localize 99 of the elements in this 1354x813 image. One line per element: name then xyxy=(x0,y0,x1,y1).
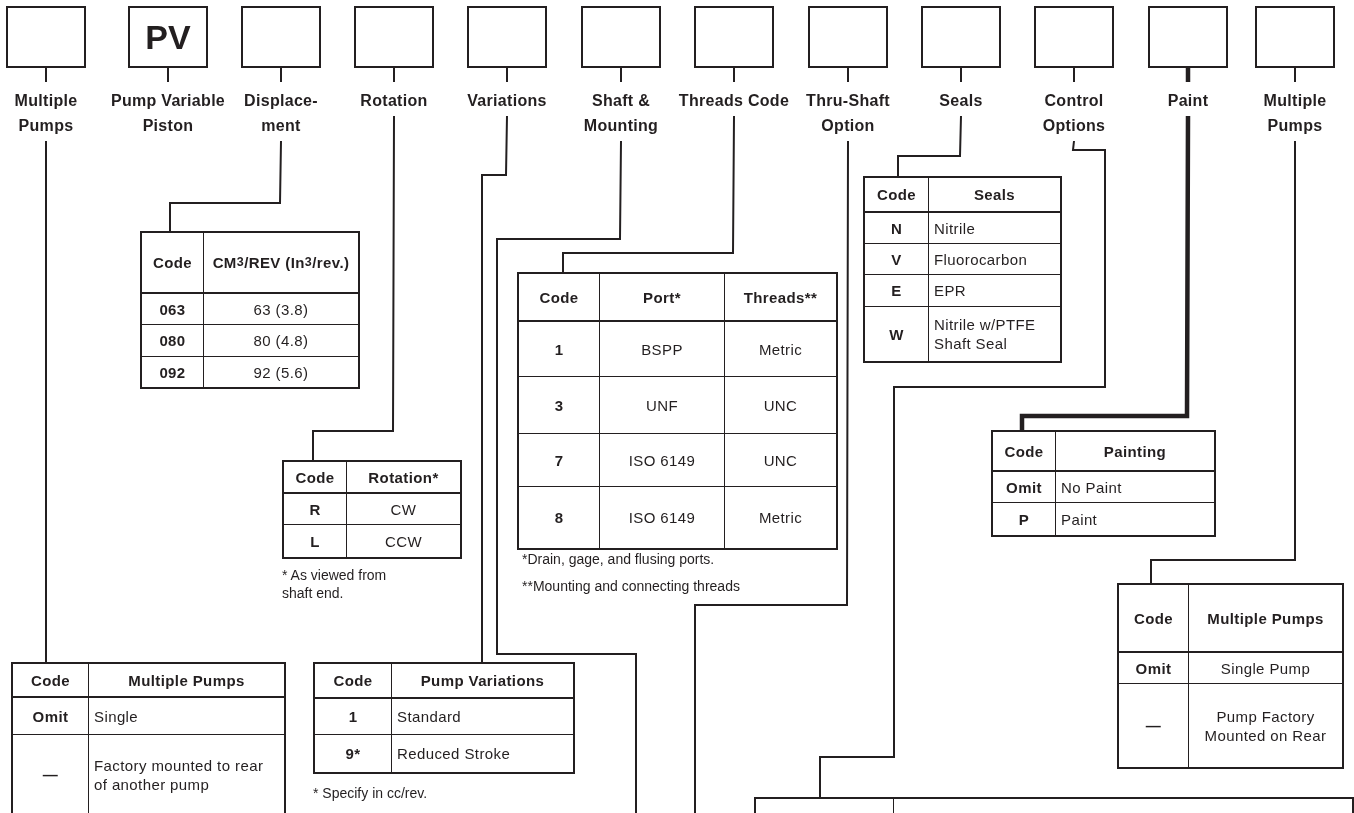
leader-line xyxy=(897,115,962,177)
table-cell: Nitrile xyxy=(929,213,1060,244)
table-cell: 1 xyxy=(315,699,392,735)
table-cell-text: Factory mounted to rear of another pump xyxy=(93,755,265,795)
table-cell: BSPP xyxy=(600,322,725,377)
column-header: Seals xyxy=(929,178,1060,213)
column-header: Code xyxy=(284,462,347,494)
column-header: Multiple Pumps xyxy=(89,664,284,698)
leader-line xyxy=(1019,116,1191,430)
field-label: Paint xyxy=(1166,91,1210,111)
table-cell: 092 xyxy=(142,357,204,387)
table-cell: 80 (4.8) xyxy=(204,325,358,357)
leader-line xyxy=(169,140,282,232)
column-header: Rotation* xyxy=(347,462,460,494)
column-header: Pump Variations xyxy=(392,664,573,699)
column-header: Code xyxy=(13,664,89,698)
leader-line xyxy=(312,115,395,461)
code-table xyxy=(863,176,1062,363)
code-table xyxy=(313,662,575,774)
code-table xyxy=(1117,583,1344,769)
table-cell: Single xyxy=(89,698,284,735)
table-cell-text: Pump Factory Mounted on Rear xyxy=(1203,706,1328,746)
table-cell: No Paint xyxy=(1056,472,1214,503)
table-cell: 8 xyxy=(519,487,600,548)
table-cell-text: Reduced Stroke xyxy=(396,744,512,764)
footnote: * As viewed from shaft end. xyxy=(282,566,388,602)
column-header: Multiple Pumps xyxy=(1189,585,1342,653)
column-header: Painting xyxy=(1056,432,1214,472)
code-table xyxy=(140,231,360,389)
table-cell: ISO 6149 xyxy=(600,434,725,487)
leader-line xyxy=(496,140,637,813)
table-cell-text: Nitrile w/PTFE Shaft Seal xyxy=(933,315,1037,354)
footnote: **Mounting and connecting threads xyxy=(522,577,741,595)
table-cell-text: Paint xyxy=(1060,509,1099,530)
code-table xyxy=(517,272,838,550)
table-cell: UNC xyxy=(725,377,836,434)
column-header: Code xyxy=(865,178,929,213)
table-cell: Standard xyxy=(392,699,573,735)
field-label: Control Options xyxy=(1041,91,1107,136)
code-letters: PV xyxy=(145,17,191,57)
table-cell: E xyxy=(865,275,929,307)
column-header: Code xyxy=(1119,585,1189,653)
table-cell: P xyxy=(993,503,1056,535)
field-label: Shaft & Mounting xyxy=(582,91,660,136)
column-header: Threads** xyxy=(725,274,836,322)
table-cell: 9* xyxy=(315,735,392,772)
table-cell: Fluorocarbon xyxy=(929,244,1060,275)
field-label: Rotation xyxy=(359,91,429,111)
table-cell: 080 xyxy=(142,325,204,357)
table-cell: Omit xyxy=(1119,653,1189,684)
field-label: Displace-ment xyxy=(243,91,319,136)
table-cell: Omit xyxy=(13,698,89,735)
table-cell-text: Metric xyxy=(757,508,804,528)
column-header: Code xyxy=(315,664,392,699)
footnote: *Drain, gage, and flusing ports. xyxy=(522,550,716,568)
leader-line xyxy=(45,140,47,663)
column-header: Code xyxy=(993,432,1056,472)
column-header: Code xyxy=(519,274,600,322)
table-cell: 7 xyxy=(519,434,600,487)
table-cell: 63 (3.8) xyxy=(204,294,358,325)
table-cell: ISO 6149 xyxy=(600,487,725,548)
leader-line xyxy=(1150,140,1296,584)
column-header: Port* xyxy=(600,274,725,322)
table-cell: R xyxy=(284,494,347,525)
field-label: Thru-Shaft Option xyxy=(805,91,891,136)
code-table xyxy=(754,797,1354,813)
table-cell: Omit xyxy=(993,472,1056,503)
table-cell: UNF xyxy=(600,377,725,434)
field-label: Pump Variable Piston xyxy=(110,91,226,136)
field-label: Seals xyxy=(938,91,984,111)
code-table xyxy=(11,662,286,813)
field-label: Threads Code xyxy=(677,91,791,111)
field-label: Multiple Pumps xyxy=(1262,91,1328,136)
table-cell: CW xyxy=(347,494,460,525)
leader-line xyxy=(819,140,1106,798)
table-cell: W xyxy=(865,307,929,361)
table-cell: V xyxy=(865,244,929,275)
table-cell: 3 xyxy=(519,377,600,434)
table-cell: L xyxy=(284,525,347,557)
code-table xyxy=(991,430,1216,537)
code-table xyxy=(282,460,462,559)
column-header: Code xyxy=(142,233,204,294)
leader-line xyxy=(562,115,735,273)
field-label: Variations xyxy=(466,91,548,111)
table-cell: 1 xyxy=(519,322,600,377)
table-cell: N xyxy=(865,213,929,244)
table-cell-text: 92 (5.6) xyxy=(252,362,310,383)
leader-line xyxy=(481,115,508,663)
table-cell: Single Pump xyxy=(1189,653,1342,684)
table-cell: Metric xyxy=(725,322,836,377)
table-cell: EPR xyxy=(929,275,1060,307)
footnote: * Specify in cc/rev. xyxy=(313,784,429,802)
table-cell: — xyxy=(1119,684,1189,767)
leader-line xyxy=(694,140,849,813)
table-cell: UNC xyxy=(725,434,836,487)
table-cell-text: CCW xyxy=(384,531,423,552)
table-cell: 063 xyxy=(142,294,204,325)
table-cell: — xyxy=(13,735,89,813)
field-label: Multiple Pumps xyxy=(13,91,79,136)
